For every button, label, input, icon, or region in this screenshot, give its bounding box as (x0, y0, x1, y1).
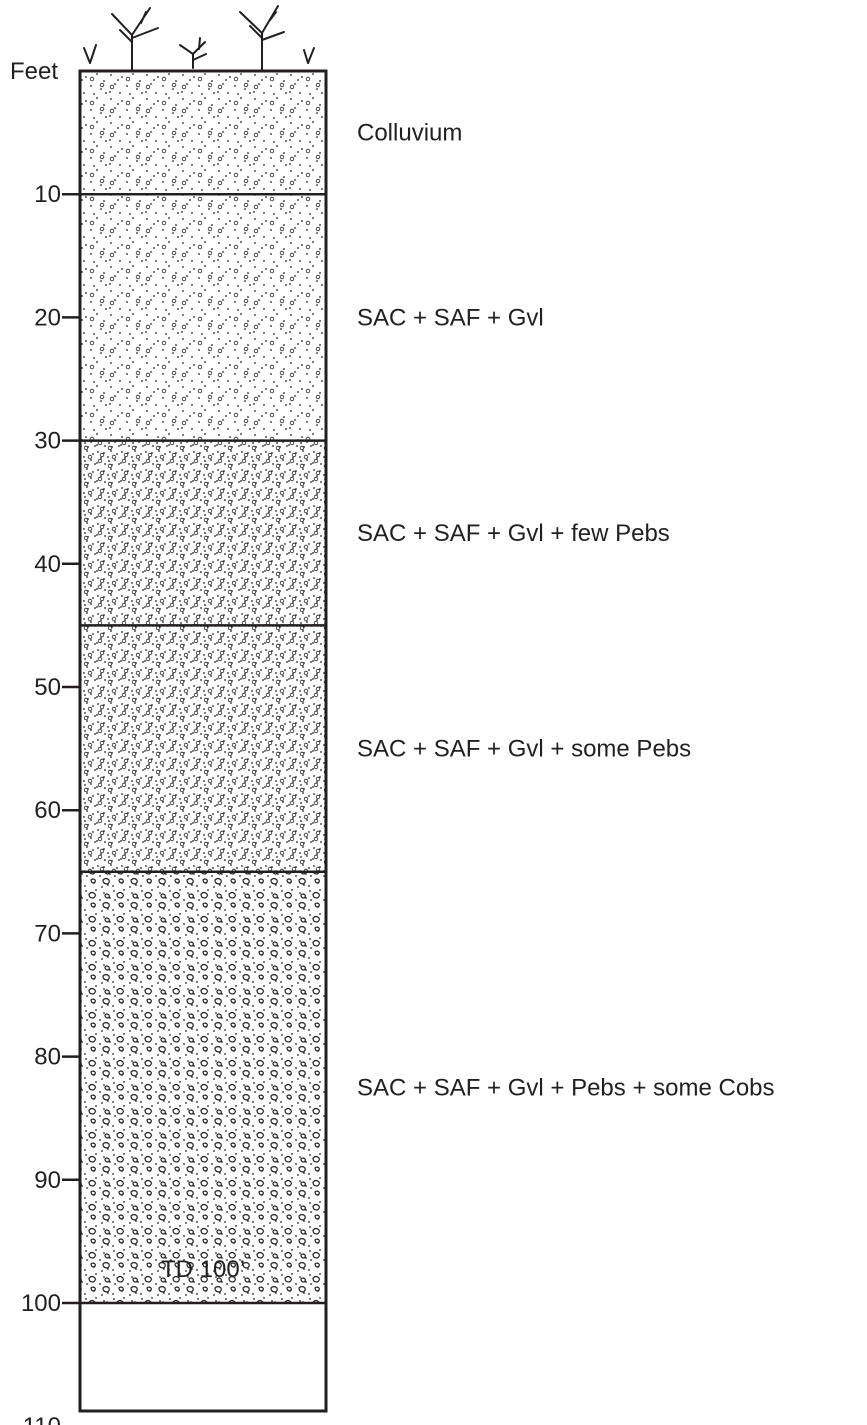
depth-unit-label: Feet (10, 58, 58, 85)
layer-fill-1 (80, 71, 326, 195)
depth-tick-label: 80 (34, 1044, 61, 1071)
depth-tick-label: 110 (23, 1413, 61, 1425)
layer-fill-5 (80, 871, 326, 1303)
depth-tick-label: 10 (34, 181, 61, 208)
layer-description: SAC + SAF + Gvl + some Pebs (357, 736, 691, 763)
depth-tick-label: 50 (34, 674, 61, 701)
layer-description: SAC + SAF + Gvl + few Pebs (357, 520, 670, 547)
depth-tick-label: 60 (34, 797, 61, 824)
depth-tick-label: 30 (34, 428, 61, 455)
layer-description: SAC + SAF + Gvl + Pebs + some Cobs (357, 1074, 775, 1101)
layer-fill-4 (80, 625, 326, 872)
depth-tick-label: 20 (34, 304, 61, 331)
log-column-outline (78, 69, 328, 1413)
vegetation-icon (83, 5, 315, 71)
depth-axis: 10 20 30 40 50 60 70 80 90 100 110 (21, 181, 80, 1425)
layer-fill-2 (80, 194, 326, 441)
depth-tick-label: 70 (34, 920, 61, 947)
layer-fill-3 (80, 440, 326, 626)
depth-tick-label: 40 (34, 551, 61, 578)
layer-column (80, 71, 326, 1305)
depth-tick-label: 90 (34, 1167, 61, 1194)
layer-description: SAC + SAF + Gvl (357, 304, 544, 331)
layer-description: Colluvium (357, 120, 462, 147)
total-depth-label: TD 100’ (161, 1256, 245, 1283)
depth-tick-label: 100 (21, 1290, 61, 1317)
